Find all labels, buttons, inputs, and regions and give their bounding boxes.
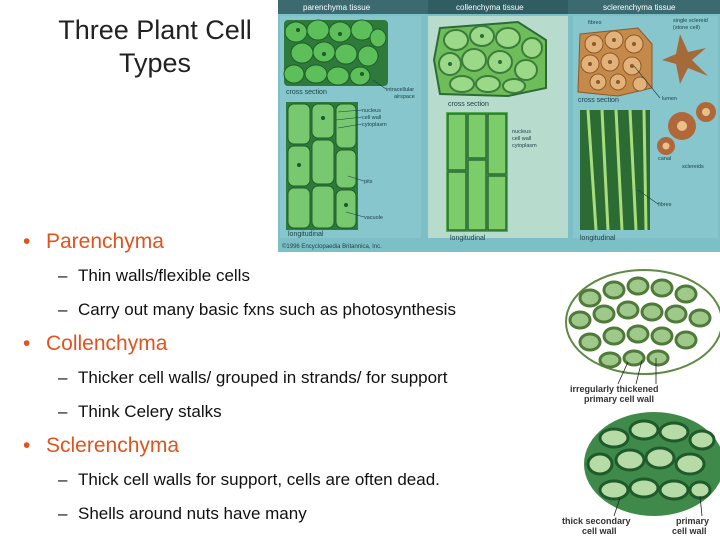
bullet-sclerenchyma: • Sclerenchyma — [20, 432, 580, 466]
sub-bullet: –Think Celery stalks — [20, 398, 580, 432]
label-cytoplasm-p: cytoplasm — [362, 122, 387, 128]
collenchyma-long-label: longitudinal — [450, 235, 486, 242]
label-canal: canal — [658, 156, 671, 162]
sclerenchyma-long-label: longitudinal — [580, 235, 616, 242]
bullet-icon: • — [23, 332, 31, 355]
collenchyma-drawing — [565, 269, 720, 385]
label-cell-wall-3: cell wall — [672, 526, 707, 536]
parenchyma-longitudinal — [286, 102, 358, 230]
parenchyma-long-label: longitudinal — [288, 231, 324, 238]
parenchyma-cross-section — [283, 19, 388, 86]
sub-bullet: –Thin walls/flexible cells — [20, 262, 580, 296]
sub-bullet-text: Thick cell walls for support, cells are … — [78, 470, 440, 489]
copyright-text: ©1996 Encyclopaedia Britannica, Inc. — [282, 243, 382, 250]
title-line-2: Types — [118, 48, 192, 78]
label-primary: primary — [676, 516, 709, 526]
stone-cell-shape — [662, 34, 708, 84]
label-cell-wall-2: cell wall — [582, 526, 617, 536]
header-sclerenchyma: sclerenchyma tissue — [603, 3, 676, 12]
header-parenchyma: parenchyma tissue — [303, 3, 371, 12]
sub-bullet: –Thick cell walls for support, cells are… — [20, 466, 580, 500]
sub-bullet-text: Shells around nuts have many — [78, 504, 307, 523]
label-nucleus-c: nucleus — [512, 129, 531, 135]
bullet-collenchyma: • Collenchyma — [20, 330, 580, 364]
bullet-icon: • — [23, 434, 31, 457]
bullet-heading: Collenchyma — [46, 332, 168, 355]
bullet-icon: • — [23, 230, 31, 253]
bullet-heading: Parenchyma — [46, 230, 164, 253]
label-primary-cell-wall-1: primary cell wall — [584, 394, 654, 404]
label-irregularly-thickened: irregularly thickened — [570, 384, 659, 394]
dash-icon: – — [58, 266, 68, 285]
header-collenchyma: collenchyma tissue — [456, 3, 524, 12]
sub-bullet-text: Thin walls/flexible cells — [78, 266, 250, 285]
label-sclereids: sclereids — [682, 164, 704, 170]
bullet-heading: Sclerenchyma — [46, 434, 180, 457]
label-lumen: lumen — [662, 96, 677, 102]
plant-tissue-diagram: parenchyma tissue collenchyma tissue scl… — [278, 0, 720, 252]
label-pits: pits — [364, 179, 373, 185]
label-cytoplasm-c: cytoplasm — [512, 143, 537, 149]
sub-bullet: –Carry out many basic fxns such as photo… — [20, 296, 580, 330]
sclerenchyma-cross-section — [577, 27, 653, 97]
label-stone-cell: (stone cell) — [673, 25, 700, 31]
label-intracellular: intracellular — [386, 87, 414, 93]
title-line-1: Three Plant Cell — [58, 15, 252, 45]
dash-icon: – — [58, 368, 68, 387]
collenchyma-longitudinal — [446, 112, 508, 232]
dash-icon: – — [58, 504, 68, 523]
label-thick-secondary: thick secondary — [562, 516, 631, 526]
label-airspace: airspace — [394, 94, 415, 100]
bullet-parenchyma: • Parenchyma — [20, 228, 580, 262]
slide-title: Three Plant Cell Types — [40, 14, 270, 80]
sub-bullet: –Shells around nuts have many — [20, 500, 580, 534]
dash-icon: – — [58, 300, 68, 319]
label-fibres-top: fibres — [588, 20, 602, 26]
label-vacuole: vacuole — [364, 215, 383, 221]
label-single-sclereid: single sclereid — [673, 18, 708, 24]
sub-bullet: –Thicker cell walls/ grouped in strands/… — [20, 364, 580, 398]
dash-icon: – — [58, 470, 68, 489]
sub-bullet-text: Thicker cell walls/ grouped in strands/ … — [78, 368, 448, 387]
cell-wall-figure: irregularly thickened primary cell wall … — [562, 269, 720, 536]
label-cellwall-p: cell wall — [362, 115, 381, 121]
sub-bullet-text: Carry out many basic fxns such as photos… — [78, 300, 456, 319]
dash-icon: – — [58, 402, 68, 421]
collenchyma-cross-section — [432, 20, 547, 98]
sub-bullet-text: Think Celery stalks — [78, 402, 222, 421]
sclereids-shape — [657, 102, 716, 155]
collenchyma-cross-label: cross section — [448, 101, 489, 108]
parenchyma-cross-label: cross section — [286, 89, 327, 96]
sclerenchyma-cross-label: cross section — [578, 97, 619, 104]
label-fibres-bottom: fibres — [658, 202, 672, 208]
bullet-list: •Parenchyma –Thin walls/flexible cells –… — [20, 228, 580, 534]
label-cellwall-c: cell wall — [512, 136, 531, 142]
sclerenchyma-drawing — [584, 412, 720, 517]
sclerenchyma-longitudinal — [580, 109, 650, 231]
label-nucleus-p: nucleus — [362, 108, 381, 114]
